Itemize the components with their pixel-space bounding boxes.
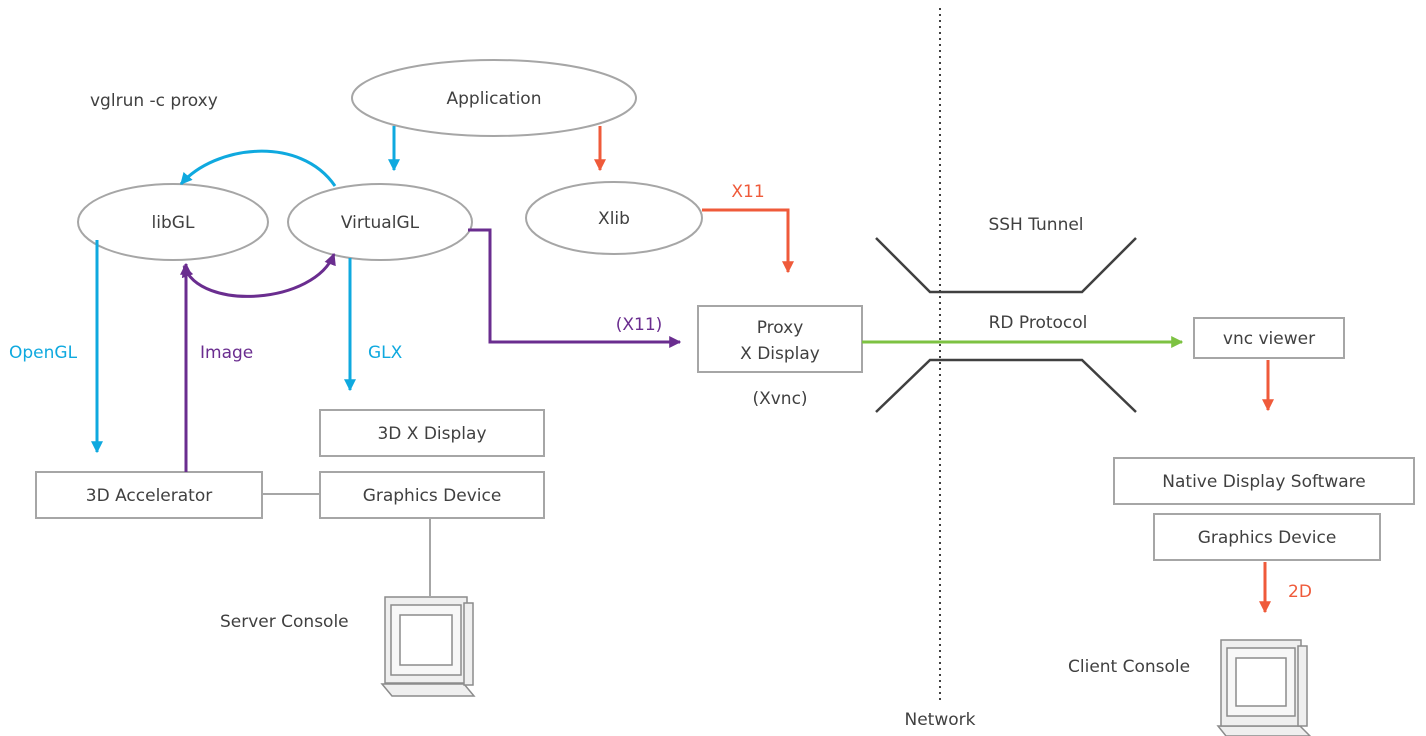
proxy-label-line1: Proxy — [757, 318, 804, 338]
x11-paren-label: (X11) — [616, 315, 663, 335]
x11-paren-arrow — [468, 228, 682, 348]
libgl-node — [77, 183, 269, 261]
proxy-label-line2: X Display — [740, 344, 820, 364]
3d-x-display-label: 3D X Display — [377, 424, 486, 444]
client-console-label: Client Console — [1068, 657, 1190, 677]
vnc-viewer-label: vnc viewer — [1223, 329, 1315, 349]
graphics-device-server-label: Graphics Device — [363, 486, 502, 506]
libgl-label: libGL — [152, 213, 195, 233]
vnc-viewer-box — [1193, 317, 1345, 359]
virtualgl-to-libgl-arrow — [179, 149, 337, 187]
client-console-monitor-icon — [1216, 639, 1312, 736]
native-display-software-box — [1113, 457, 1415, 505]
x11-label: X11 — [731, 182, 764, 202]
opengl-label: OpenGL — [9, 343, 78, 363]
command-label: vglrun -c proxy — [90, 91, 218, 111]
server-console-monitor-icon — [380, 596, 476, 697]
virtualgl-node — [287, 183, 473, 261]
image-label: Image — [200, 343, 253, 363]
ssh-tunnel-bottom — [875, 358, 1137, 413]
3d-accelerator-box — [35, 471, 263, 519]
rd-protocol-label: RD Protocol — [989, 313, 1088, 333]
server-console-label: Server Console — [220, 612, 349, 632]
xlib-label: Xlib — [598, 209, 630, 229]
graphics-device-server-box — [319, 471, 545, 519]
graphics-device-client-box — [1153, 513, 1381, 561]
xvnc-label: (Xvnc) — [752, 389, 807, 409]
ssh-tunnel-label: SSH Tunnel — [988, 215, 1083, 235]
3d-x-display-box — [319, 409, 545, 457]
application-node — [351, 59, 637, 137]
libgl-virtualgl-purple-arrow — [181, 252, 336, 298]
application-label: Application — [447, 89, 542, 109]
virtualgl-label: VirtualGL — [341, 213, 420, 233]
glx-label: GLX — [368, 343, 403, 363]
network-label: Network — [905, 710, 976, 730]
3d-accelerator-label: 3D Accelerator — [86, 486, 212, 506]
2d-label: 2D — [1288, 582, 1312, 602]
proxy-x-display-box — [697, 305, 863, 373]
native-display-software-label: Native Display Software — [1162, 472, 1365, 492]
x11-arrow — [702, 208, 794, 274]
graphics-device-client-label: Graphics Device — [1198, 528, 1337, 548]
xlib-node — [525, 181, 703, 255]
ssh-tunnel-top — [875, 237, 1137, 294]
